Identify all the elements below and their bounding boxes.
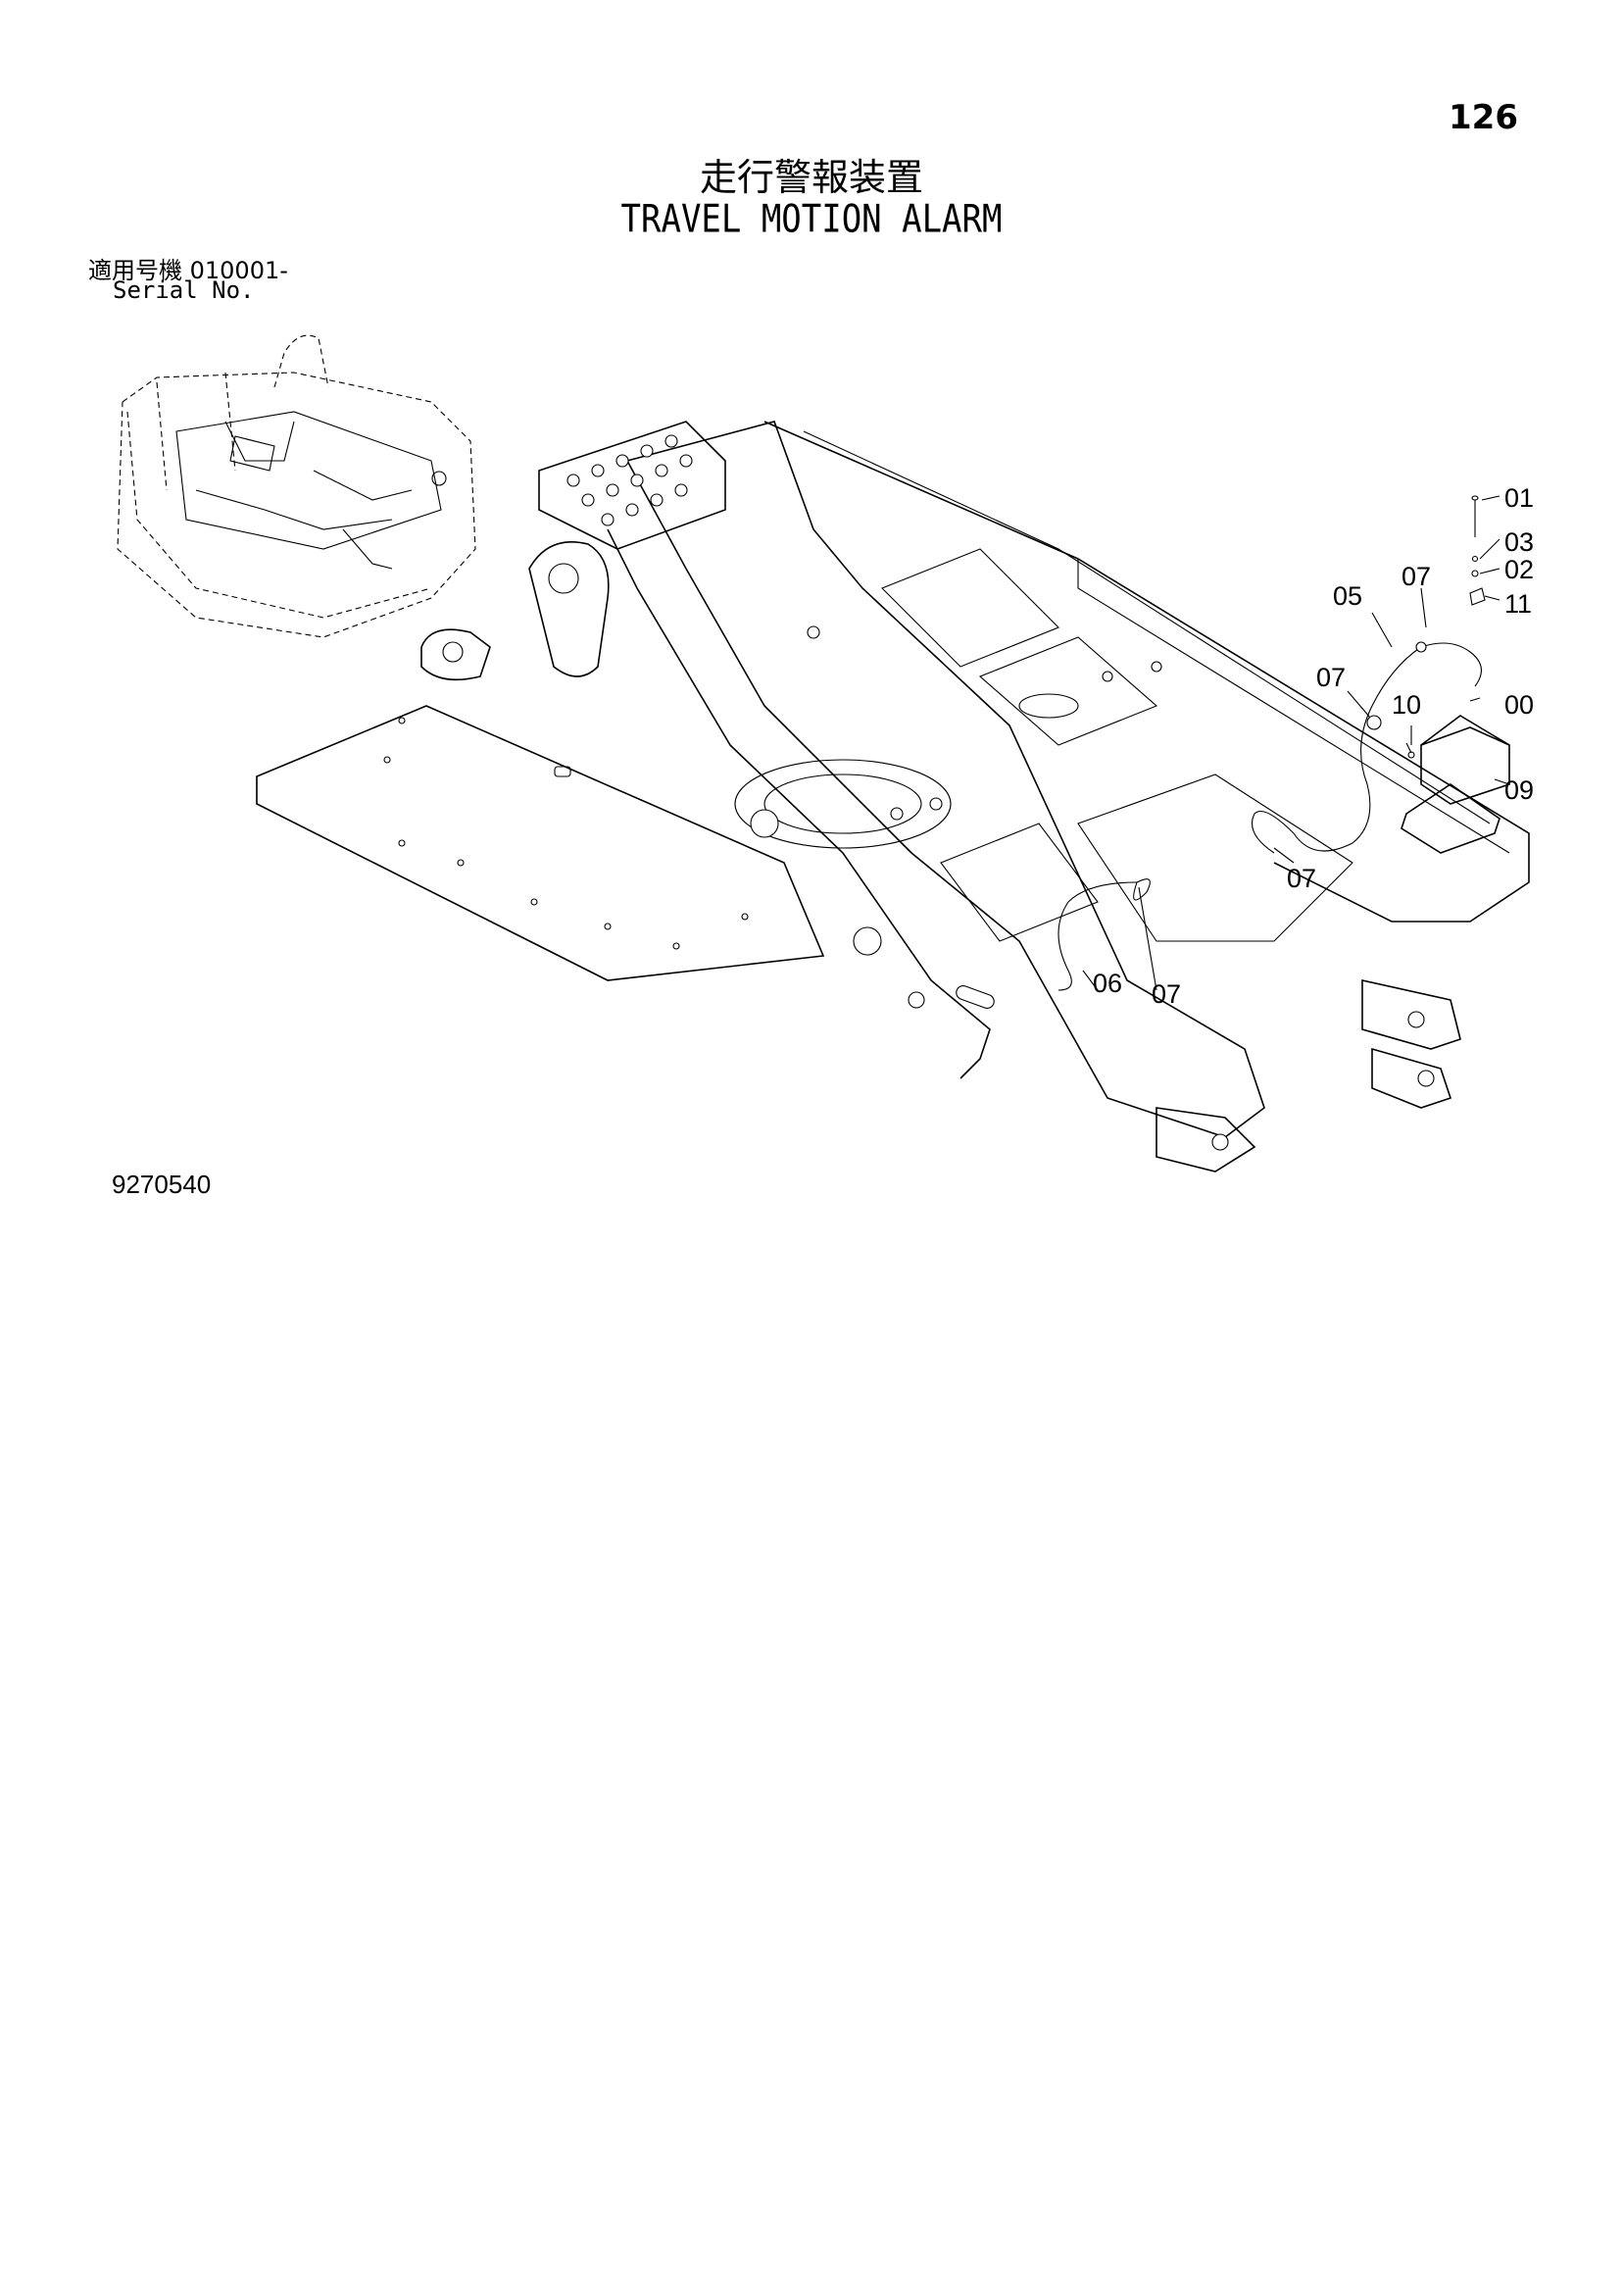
page-title: TRAVEL MOTION ALARM	[620, 197, 1003, 242]
callout-07-harness: 07	[1316, 663, 1346, 692]
callout-03: 03	[1504, 527, 1534, 557]
callout-07-lower: 07	[1152, 979, 1181, 1009]
serial-label: Serial No.	[113, 276, 255, 304]
cab-inset-illustration	[117, 334, 476, 638]
undercarriage-frame-illustration	[256, 421, 1530, 1173]
callout-10: 10	[1392, 690, 1421, 720]
step-plate-holes	[566, 434, 693, 526]
deck-plate-holes	[383, 717, 749, 950]
callout-01: 01	[1504, 483, 1534, 513]
parts-diagram: 01 03 02 11 07 05 07 10 00 09 07 06 07	[117, 334, 1534, 1173]
drawing-number: 9270540	[112, 1170, 212, 1199]
callout-06: 06	[1093, 969, 1122, 998]
callout-02: 02	[1504, 555, 1534, 584]
callout-05: 05	[1333, 581, 1362, 611]
callout-07-buzzer: 07	[1402, 562, 1431, 591]
callout-09: 09	[1504, 775, 1534, 805]
callout-07-clip: 07	[1287, 864, 1316, 893]
page-number: 126	[1449, 98, 1518, 137]
callout-11: 11	[1504, 589, 1532, 619]
page-title-japanese: 走行警報装置	[699, 156, 923, 199]
serial-label-japanese: 適用号機 010001-	[88, 257, 288, 284]
callout-00: 00	[1504, 690, 1534, 720]
callout-labels: 01 03 02 11 07 05 07 10 00 09 07 06 07	[1093, 483, 1534, 1009]
